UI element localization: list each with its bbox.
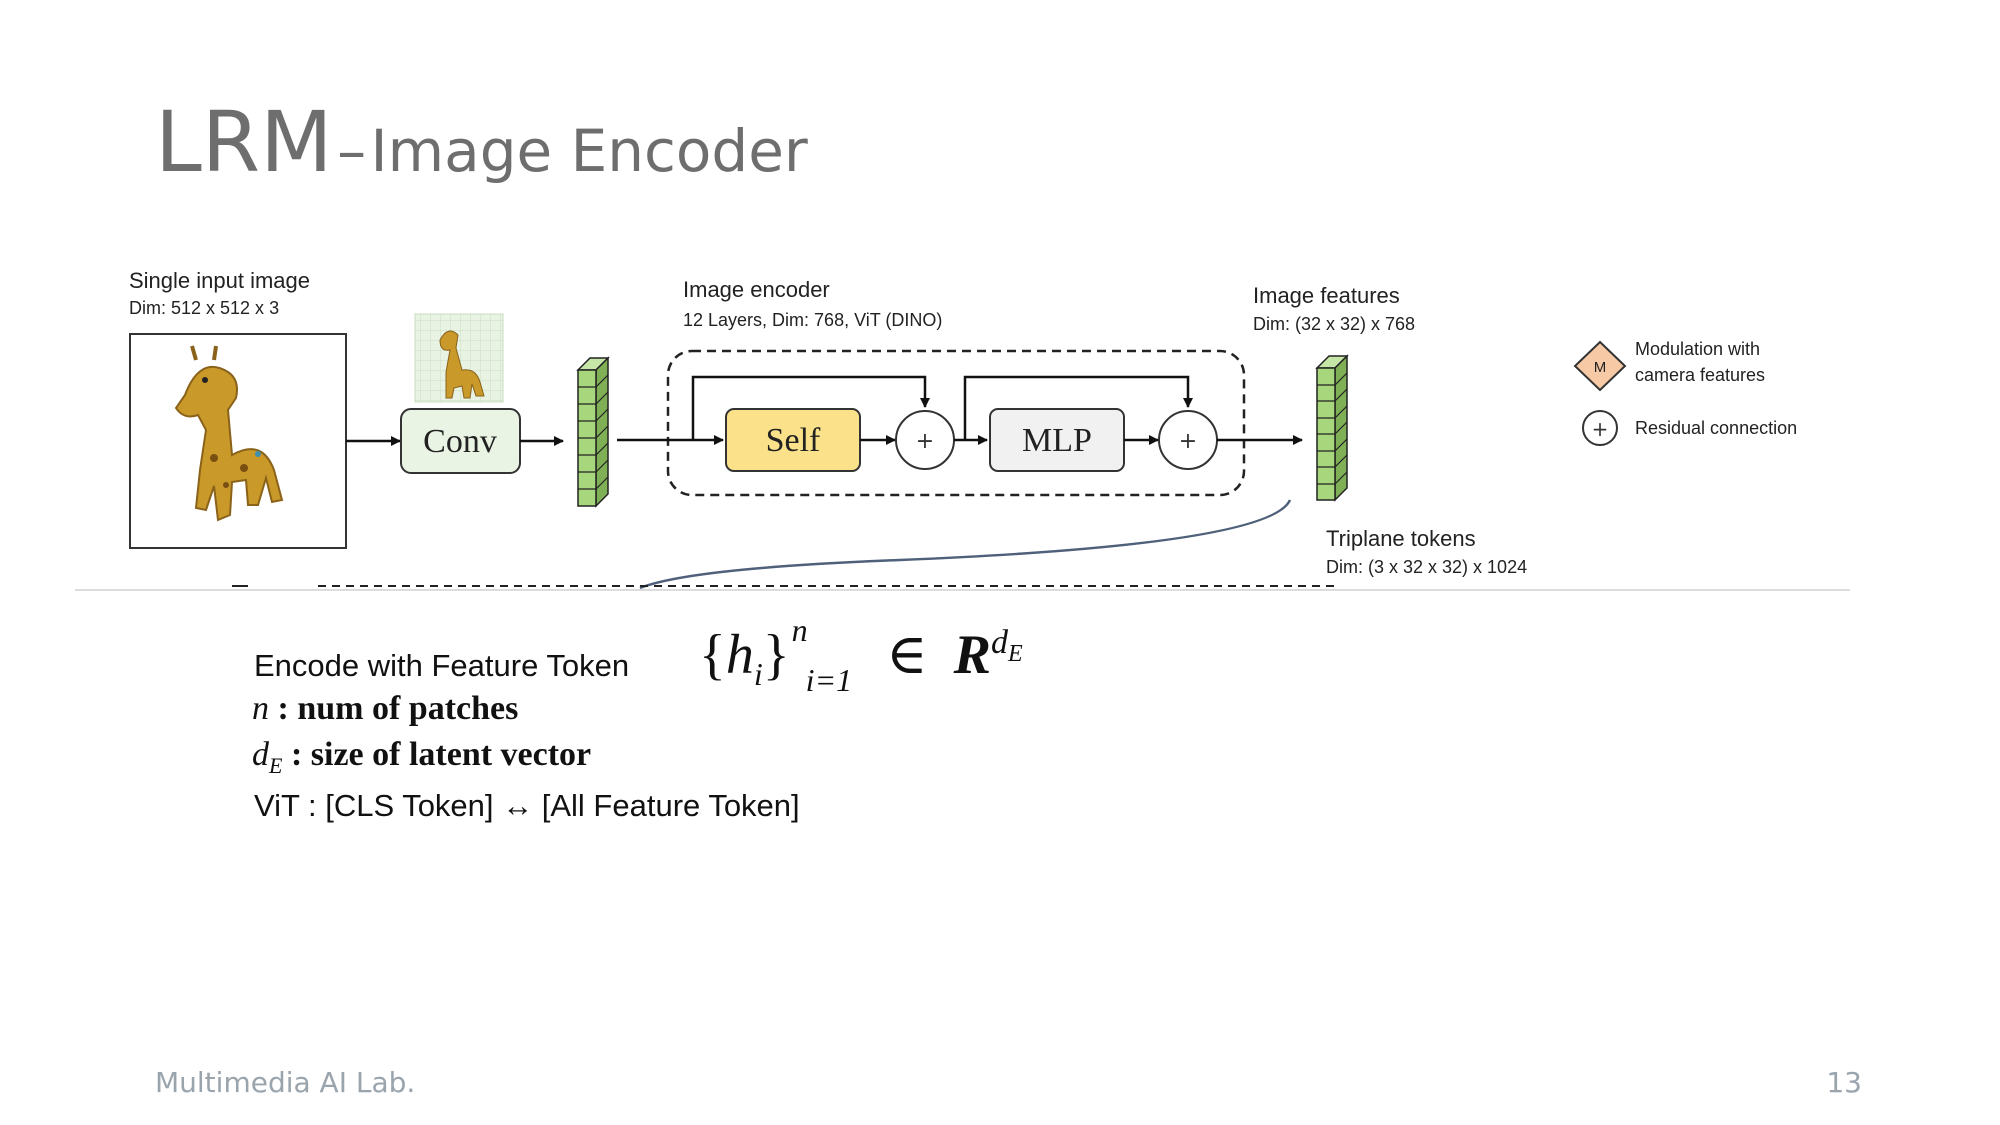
modulation-diamond-icon xyxy=(1573,340,1627,392)
input-image-dim: Dim: 512 x 512 x 3 xyxy=(129,298,279,318)
de-definition: dE : size of latent vector xyxy=(252,736,591,779)
add-2-symbol: + xyxy=(1179,429,1197,454)
formula-E: E xyxy=(1007,641,1023,668)
legend-residual: Residual connection xyxy=(1635,418,1797,438)
formula-n: n xyxy=(791,612,808,648)
n-desc: : num of patches xyxy=(277,690,519,727)
encode-prefix: Encode with Feature Token xyxy=(254,648,630,683)
residual-skip-2 xyxy=(963,375,1193,440)
add-1-symbol: + xyxy=(916,429,934,454)
features-label: Image features xyxy=(1253,283,1400,308)
slide-title: LRM – Image Encoder xyxy=(155,100,808,184)
encoder-detail: 12 Layers, Dim: 768, ViT (DINO) xyxy=(683,310,942,330)
formula-h: h xyxy=(725,624,754,686)
input-image-label: Single input image xyxy=(129,268,310,293)
vit-line: ViT : [CLS Token] ↔ [All Feature Token] xyxy=(254,788,800,823)
encoder-diagram: Single input image Dim: 512 x 512 x 3 Co… xyxy=(75,268,1850,591)
legend: M Modulation with camera features + Resi… xyxy=(1573,339,1797,446)
conv-label: Conv xyxy=(423,423,497,460)
legend-plus-symbol: + xyxy=(1592,417,1609,441)
modulation-symbol: M xyxy=(1594,359,1607,376)
legend-modulation-line2: camera features xyxy=(1635,365,1765,385)
feature-token-formula: {hi} n i=1 ∈ RdE xyxy=(699,612,1023,698)
features-to-triplane-curve xyxy=(639,499,1292,590)
encoder-label: Image encoder xyxy=(683,277,830,302)
giraffe-image xyxy=(174,345,284,522)
de-symbol: d xyxy=(252,736,269,773)
image-features-stack xyxy=(1315,354,1349,502)
title-main: LRM xyxy=(155,93,333,191)
patch-tokens-stack xyxy=(576,356,610,508)
page-number: 13 xyxy=(1826,1066,1862,1099)
features-dim: Dim: (32 x 32) x 768 xyxy=(1253,314,1415,334)
n-symbol: n xyxy=(252,690,269,727)
formula-R: R xyxy=(953,624,991,686)
title-sub: Image Encoder xyxy=(370,117,808,185)
formula-i: i xyxy=(753,656,763,693)
self-label: Self xyxy=(766,422,821,459)
formula-d: d xyxy=(990,624,1008,662)
input-image-frame xyxy=(129,333,347,549)
de-desc: : size of latent vector xyxy=(290,736,592,773)
de-sub: E xyxy=(269,752,283,778)
encode-line: Encode with Feature Token xyxy=(254,648,629,684)
formula-in: ∈ xyxy=(886,624,928,686)
residual-skip-1 xyxy=(691,375,930,440)
residual-plus-icon xyxy=(1582,410,1618,446)
title-dash: – xyxy=(337,117,367,185)
mlp-label: MLP xyxy=(1022,422,1092,459)
formula-i1: i=1 xyxy=(805,662,853,698)
triplane-label: Triplane tokens xyxy=(1326,526,1476,551)
triplane-dim: Dim: (3 x 32 x 32) x 1024 xyxy=(1326,557,1527,577)
n-definition: n : num of patches xyxy=(252,690,518,728)
legend-modulation-line1: Modulation with xyxy=(1635,339,1760,359)
encoder-block xyxy=(666,349,1246,497)
footer-lab-name: Multimedia AI Lab. xyxy=(155,1066,416,1099)
patch-thumbnail xyxy=(414,313,504,403)
